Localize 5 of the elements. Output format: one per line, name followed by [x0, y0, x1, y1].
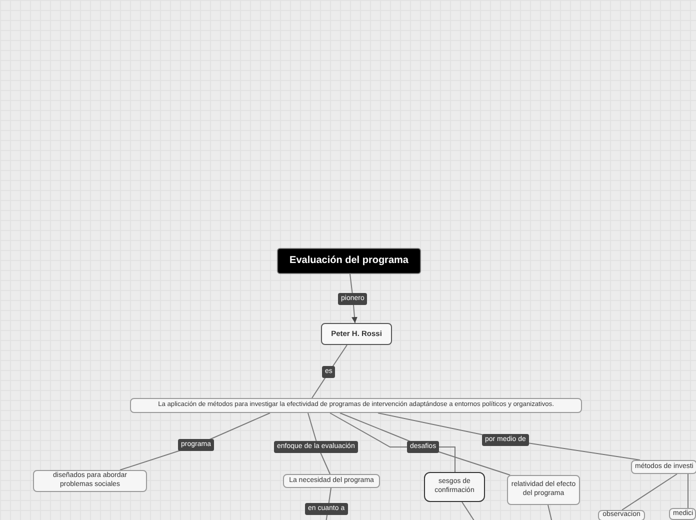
- connector-line: [462, 502, 476, 520]
- connector-line: [312, 344, 348, 398]
- root-topic-box: Evaluación del programa: [277, 248, 421, 274]
- connector-line: [622, 474, 678, 510]
- connector-line: [548, 504, 552, 520]
